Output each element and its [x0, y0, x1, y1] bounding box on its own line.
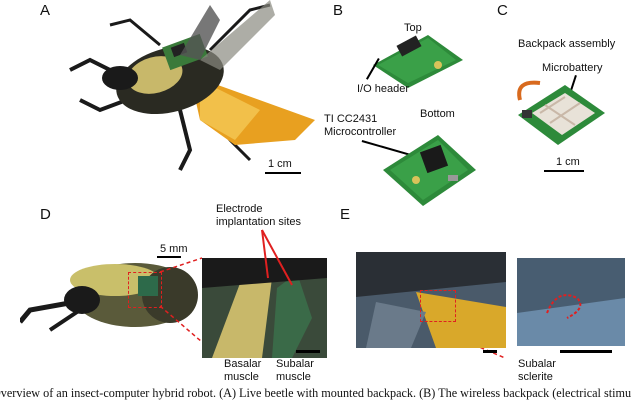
- sclerite-closeup-photo: [517, 258, 625, 346]
- zoom-box-d: [128, 272, 162, 308]
- scale-bar-d: [157, 256, 181, 258]
- label-sclerite-line1: Subalar: [518, 358, 556, 370]
- wing-hinge-photo: [356, 252, 506, 348]
- label-mcu-line1: TI CC2431: [324, 113, 378, 125]
- label-subalar-line1: Subalar: [276, 358, 314, 370]
- scale-label-c: 1 cm: [556, 156, 580, 168]
- label-backpack-assembly: Backpack assembly: [518, 38, 616, 50]
- scale-bar-c: [544, 170, 584, 172]
- label-basalar-line2: muscle: [224, 371, 259, 383]
- panel-letter-a: A: [40, 2, 51, 19]
- panel-letter-d: D: [40, 206, 51, 223]
- scale-bar-a: [265, 172, 301, 174]
- panel-letter-b: B: [333, 2, 344, 19]
- panel-letter-e: E: [340, 206, 351, 223]
- label-sclerite-line2: sclerite: [518, 371, 553, 383]
- backpack-assembly-photo: [510, 75, 610, 147]
- scale-label-d: 5 mm: [160, 243, 188, 255]
- label-bottom: Bottom: [420, 108, 455, 120]
- label-subalar-line2: muscle: [276, 371, 311, 383]
- beetle-photo: [60, 0, 320, 185]
- zoom-box-e: [420, 290, 456, 322]
- label-electrode-line1: Electrode: [216, 203, 263, 215]
- scale-bar-e1: [483, 350, 497, 353]
- figure-caption: Overview of an insect-computer hybrid ro…: [0, 386, 632, 400]
- label-io-header: I/O header: [357, 83, 409, 95]
- scale-bar-e2: [560, 350, 612, 353]
- backpack-bottom-photo: [378, 120, 478, 208]
- label-mcu-line2: Microcontroller: [324, 126, 397, 138]
- backpack-top-photo: [368, 30, 468, 90]
- muscle-closeup-photo: [202, 258, 327, 358]
- label-top: Top: [404, 22, 422, 34]
- panel-letter-c: C: [497, 2, 508, 19]
- label-electrode-line2: implantation sites: [216, 216, 301, 228]
- label-basalar-line1: Basalar: [224, 358, 262, 370]
- scale-bar-d2: [296, 350, 320, 353]
- scale-label-a: 1 cm: [268, 158, 292, 170]
- label-microbattery: Microbattery: [542, 62, 603, 74]
